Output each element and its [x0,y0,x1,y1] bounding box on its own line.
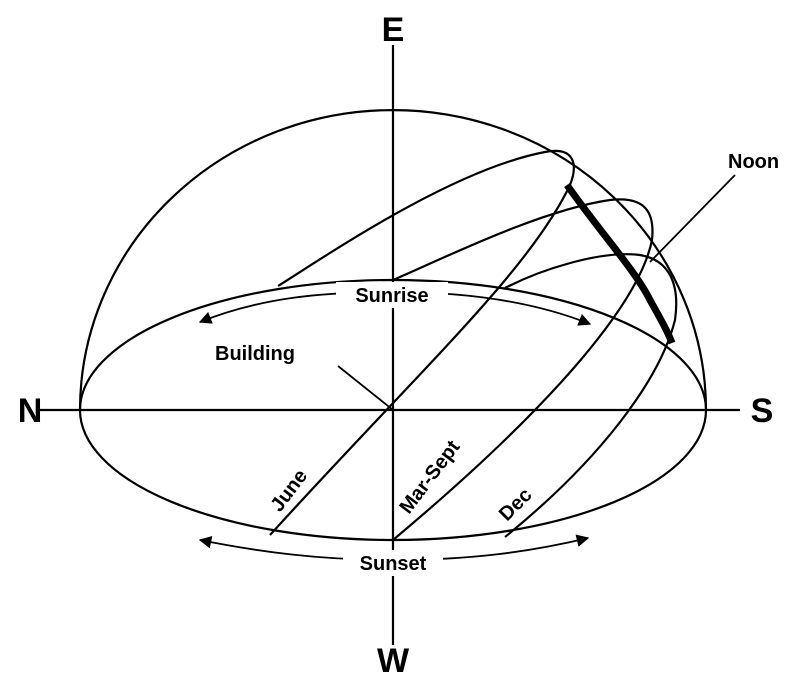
building-pointer [338,366,393,410]
label-dec: Dec [495,484,537,526]
label-june: June [266,465,312,516]
label-sunrise: Sunrise [355,285,428,307]
label-sunset: Sunset [360,553,427,575]
label-north: N [18,392,43,430]
label-noon: Noon [728,151,779,173]
label-south: S [751,392,774,430]
label-east: E [382,11,405,49]
noon-pointer [650,175,735,262]
label-west: W [377,642,410,675]
label-building: Building [215,343,295,365]
label-mar-sept: Mar-Sept [395,436,464,518]
